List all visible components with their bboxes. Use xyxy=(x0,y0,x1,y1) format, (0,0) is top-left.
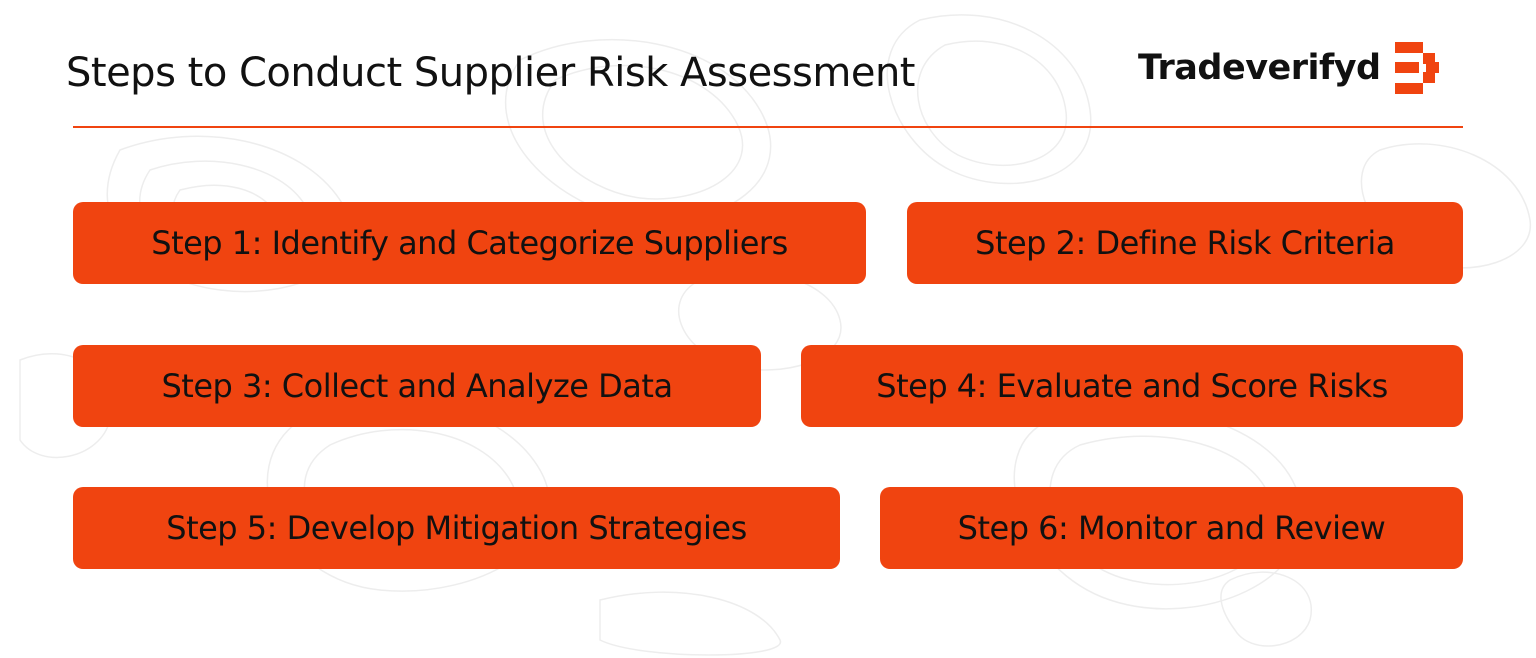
step-6-label: Step 6: Monitor and Review xyxy=(957,509,1386,547)
brand-name: Tradeverifyd xyxy=(1138,48,1381,88)
step-6-box: Step 6: Monitor and Review xyxy=(880,487,1463,569)
step-2-box: Step 2: Define Risk Criteria xyxy=(907,202,1463,284)
step-4-label: Step 4: Evaluate and Score Risks xyxy=(876,367,1388,405)
step-1-box: Step 1: Identify and Categorize Supplier… xyxy=(73,202,866,284)
page-title: Steps to Conduct Supplier Risk Assessmen… xyxy=(66,50,915,96)
step-3-label: Step 3: Collect and Analyze Data xyxy=(161,367,673,405)
step-5-label: Step 5: Develop Mitigation Strategies xyxy=(166,509,747,547)
brand: Tradeverifyd xyxy=(1138,42,1439,94)
step-5-box: Step 5: Develop Mitigation Strategies xyxy=(73,487,840,569)
step-1-label: Step 1: Identify and Categorize Supplier… xyxy=(151,224,788,262)
header-divider xyxy=(73,126,1463,128)
step-2-label: Step 2: Define Risk Criteria xyxy=(975,224,1395,262)
tradeverifyd-logo-icon xyxy=(1394,42,1439,94)
step-4-box: Step 4: Evaluate and Score Risks xyxy=(801,345,1463,427)
step-3-box: Step 3: Collect and Analyze Data xyxy=(73,345,761,427)
